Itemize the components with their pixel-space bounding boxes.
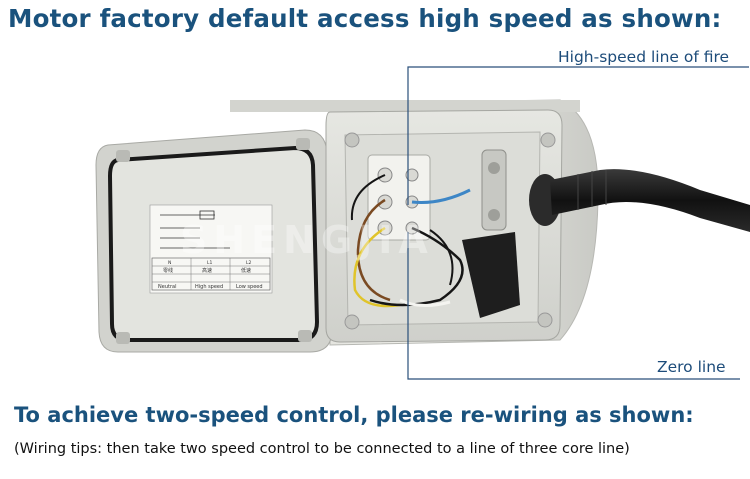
label-code-n: N — [168, 260, 171, 266]
label-code-l2: L2 — [246, 260, 252, 266]
wire-black-3 — [429, 229, 454, 286]
wire-white — [399, 298, 451, 307]
page-title: Motor factory default access high speed … — [8, 4, 722, 33]
wiring-label-sticker: N L1 L2 零线 高速 低速 Neutral High speed Low … — [149, 204, 273, 294]
wire-black-1 — [369, 226, 464, 307]
watermark-text: SHENGJIA — [180, 218, 434, 262]
wire-black-2 — [350, 174, 386, 221]
box-screw-tr — [540, 132, 556, 148]
callout-line-zero — [407, 232, 740, 380]
wire-brown — [356, 198, 391, 302]
wire-yellow — [353, 226, 401, 308]
lid-screw-br — [298, 330, 312, 342]
wiring-tip: (Wiring tips: then take two speed contro… — [14, 441, 630, 457]
callout-zero-line: Zero line — [657, 358, 726, 376]
junction-box-lid: N L1 L2 零线 高速 低速 Neutral High speed Low … — [95, 129, 333, 353]
wire-blue — [411, 188, 471, 204]
label-cn-high: 高速 — [202, 267, 212, 274]
motor-wiring-photo: N L1 L2 零线 高速 低速 Neutral High speed Low … — [95, 66, 750, 380]
box-screw-br — [537, 312, 553, 328]
label-low-speed: Low speed — [236, 284, 263, 290]
box-screw-tl — [344, 132, 360, 148]
capacitor — [462, 232, 520, 318]
label-cn-neutral: 零线 — [163, 267, 173, 274]
lid-screw-tl — [116, 150, 130, 162]
label-neutral: Neutral — [158, 284, 176, 290]
label-code-l1: L1 — [207, 260, 213, 266]
box-screw-bl — [344, 314, 360, 330]
lid-screw-bl — [116, 332, 130, 344]
cable-clamp — [481, 149, 507, 231]
callout-line-fire — [407, 66, 749, 205]
junction-box-base — [325, 109, 563, 343]
instruction-heading: To achieve two-speed control, please re-… — [14, 403, 694, 427]
lid-screw-tr — [296, 138, 310, 150]
label-cn-low: 低速 — [241, 267, 251, 274]
power-cable — [550, 169, 750, 232]
callout-high-speed-fire: High-speed line of fire — [558, 48, 730, 66]
label-high-speed: High speed — [195, 284, 223, 290]
